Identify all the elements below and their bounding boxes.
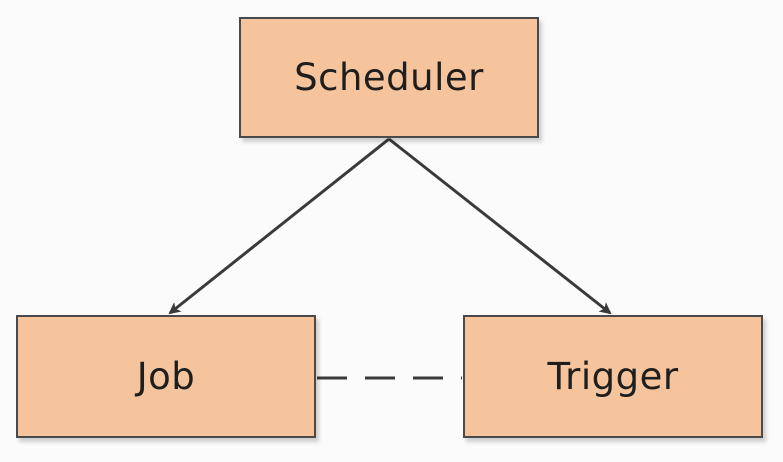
node-job: Job bbox=[16, 315, 316, 438]
edge-scheduler-to-trigger bbox=[388, 137, 612, 315]
node-trigger: Trigger bbox=[463, 315, 763, 438]
node-scheduler: Scheduler bbox=[239, 17, 539, 138]
node-trigger-label: Trigger bbox=[547, 355, 679, 398]
node-scheduler-label: Scheduler bbox=[294, 56, 484, 99]
edge-scheduler-to-job bbox=[168, 137, 390, 315]
node-job-label: Job bbox=[136, 355, 196, 398]
